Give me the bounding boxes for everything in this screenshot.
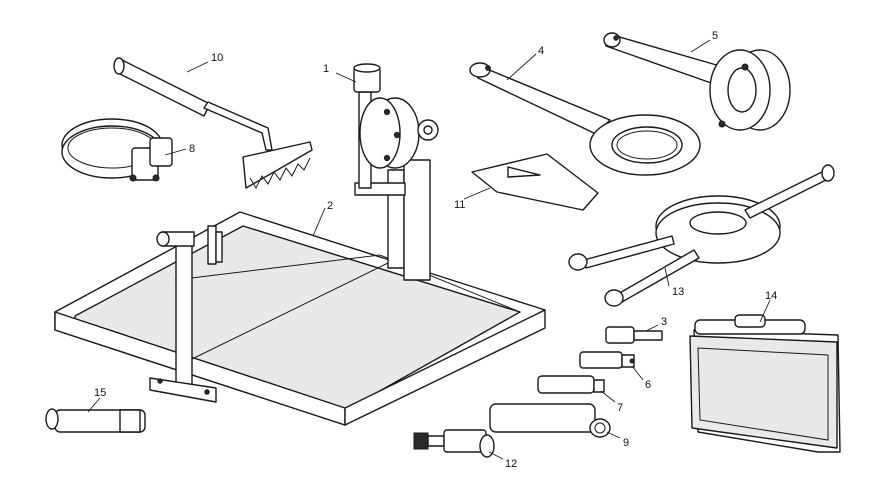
- part-2-stand-tray: [54, 211, 546, 426]
- callout-5: 5: [712, 30, 718, 42]
- part-6-pin: [579, 351, 635, 369]
- part-7-pin: [537, 375, 605, 394]
- callout-6: 6: [645, 379, 651, 391]
- leader-lines: [87, 39, 771, 460]
- callout-12: 12: [505, 458, 517, 470]
- callout-8: 8: [189, 143, 195, 155]
- callout-numbers: 1 2 3 4 5 6 7 8 9 10 11 12 13 14 15: [94, 30, 777, 470]
- part-12-puller: [413, 429, 495, 458]
- callout-15: 15: [94, 387, 106, 399]
- callout-2: 2: [327, 200, 333, 212]
- callout-4: 4: [538, 45, 544, 57]
- part-13-ring-screws: [568, 164, 835, 307]
- part-14-tool-case: [689, 314, 841, 453]
- callout-13: 13: [672, 286, 684, 298]
- callout-9: 9: [623, 437, 629, 449]
- callout-3: 3: [661, 316, 667, 328]
- part-9-sleeve: [489, 403, 611, 438]
- part-15-socket: [45, 408, 146, 433]
- part-11-plate: [471, 153, 599, 211]
- callout-10: 10: [211, 52, 223, 64]
- part-3-pin: [605, 326, 663, 344]
- part-4-ring-spanner: [469, 62, 701, 176]
- callout-1: 1: [323, 63, 329, 75]
- callout-14: 14: [765, 290, 777, 302]
- part-8-clamp-band: [61, 118, 173, 182]
- part-5-ring-tool: [603, 32, 791, 131]
- callout-7: 7: [617, 402, 623, 414]
- part-10-handle-comb: [113, 57, 313, 190]
- callout-11: 11: [454, 199, 465, 211]
- part-1-support-column: [353, 63, 439, 281]
